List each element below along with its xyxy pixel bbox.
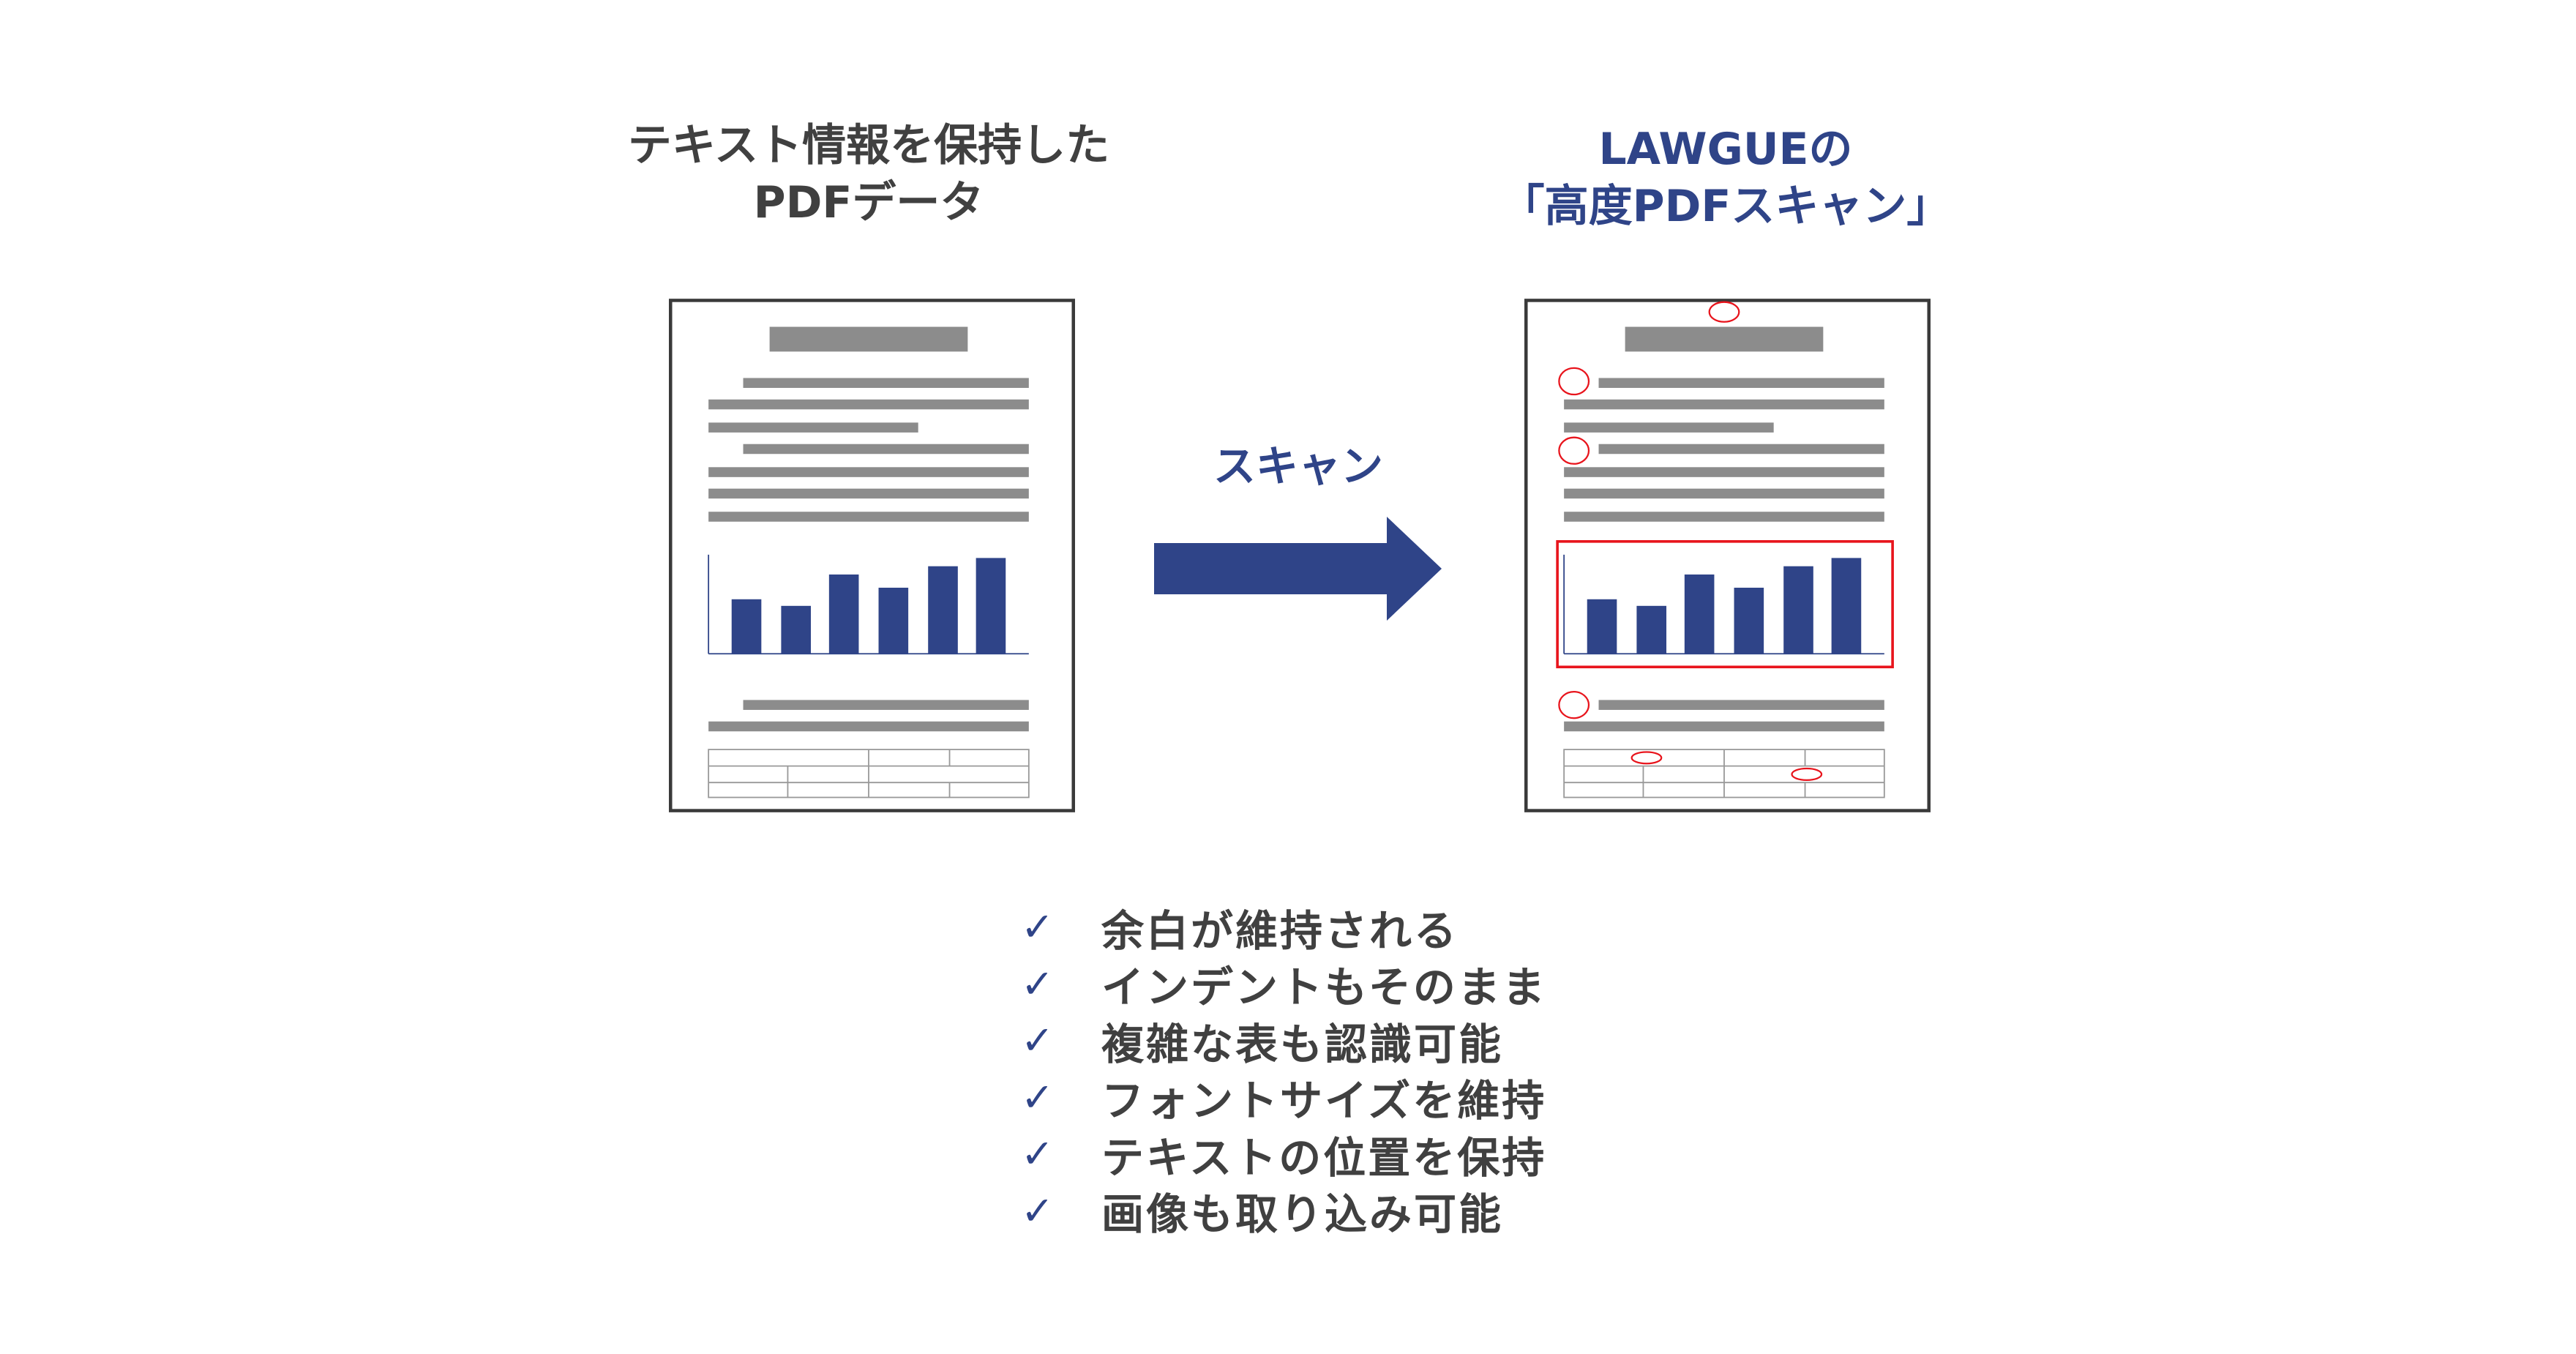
text-line-placeholder — [708, 512, 1029, 522]
checklist-item: ✓ 余白が維持される — [1021, 899, 1547, 956]
checklist-item: ✓ フォントサイズを維持 — [1021, 1069, 1547, 1126]
right-arrow-icon — [1154, 517, 1442, 621]
check-icon: ✓ — [1021, 960, 1055, 1007]
chart-bar — [828, 574, 859, 654]
chart-bar — [1684, 574, 1715, 654]
heading-line-1: テキスト情報を保持した — [627, 120, 1110, 171]
text-line-placeholder — [1564, 488, 1884, 499]
scan-markers — [1556, 301, 1894, 781]
chart-bar — [878, 587, 909, 654]
text-line-placeholder — [1598, 444, 1884, 455]
marker-table-cell-1 — [1630, 751, 1663, 765]
scanned-document-illustration — [1524, 299, 1931, 812]
chart-bar — [1587, 599, 1617, 654]
table-illustration — [1563, 749, 1885, 798]
heading-line-1: LAWGUEの — [1598, 124, 1853, 175]
text-line-placeholder — [743, 444, 1029, 455]
scan-label: スキャン — [1213, 441, 1383, 491]
table-illustration — [708, 749, 1030, 798]
chart-bar — [1636, 605, 1667, 654]
text-line-placeholder — [1564, 721, 1884, 732]
checklist-item-text: 余白が維持される — [1101, 905, 1459, 956]
check-icon: ✓ — [1021, 1187, 1055, 1234]
marker-indent-3 — [1558, 691, 1590, 719]
checklist-item: ✓ インデントもそのまま — [1021, 956, 1547, 1013]
chart-bar — [1831, 558, 1862, 654]
document-content — [669, 299, 1075, 812]
feature-checklist: ✓ 余白が維持される ✓ インデントもそのまま ✓ 複雑な表も認識可能 ✓ フォントサイズを維… — [1021, 899, 1547, 1239]
original-pdf-heading: テキスト情報を保持した PDFデータ — [576, 117, 1161, 231]
marker-indent-1 — [1558, 367, 1590, 396]
lawgue-scan-heading: LAWGUEの 「高度PDFスキャン」 — [1433, 121, 2018, 235]
chart-bar — [781, 605, 812, 654]
text-line-placeholder — [708, 399, 1029, 410]
check-icon: ✓ — [1021, 1017, 1055, 1064]
checklist-item: ✓ 画像も取り込み可能 — [1021, 1183, 1547, 1240]
text-line-placeholder — [708, 422, 918, 433]
heading-line-2: 「高度PDFスキャン」 — [1500, 181, 1951, 232]
text-line-placeholder — [708, 488, 1029, 499]
title-placeholder — [1625, 326, 1824, 352]
text-line-placeholder — [1564, 467, 1884, 477]
checklist-item-text: インデントもそのまま — [1101, 962, 1547, 1013]
checklist-item-text: 画像も取り込み可能 — [1101, 1189, 1504, 1240]
text-line-placeholder — [1564, 399, 1884, 410]
chart-bar — [731, 599, 762, 654]
text-line-placeholder — [1598, 700, 1884, 710]
check-icon: ✓ — [1021, 1131, 1055, 1178]
checklist-item: ✓ 複雑な表も認識可能 — [1021, 1012, 1547, 1069]
check-icon: ✓ — [1021, 1074, 1055, 1121]
document-content — [1524, 299, 1931, 812]
chart-bar — [928, 566, 958, 654]
checklist-item-text: 複雑な表も認識可能 — [1101, 1019, 1504, 1069]
text-line-placeholder — [708, 467, 1029, 477]
text-line-placeholder — [1564, 512, 1884, 522]
title-placeholder — [769, 326, 968, 352]
page-border — [1524, 299, 1931, 812]
marker-indent-2 — [1558, 436, 1590, 465]
marker-chart-box — [1556, 540, 1894, 669]
chart-bar — [1734, 587, 1764, 654]
chart-bar — [976, 558, 1006, 654]
original-document-illustration — [669, 299, 1075, 812]
marker-title — [1708, 301, 1740, 323]
checklist-item: ✓ テキストの位置を保持 — [1021, 1126, 1547, 1183]
checklist-item-text: フォントサイズを維持 — [1101, 1076, 1547, 1126]
chart-bar — [1783, 566, 1813, 654]
text-line-placeholder — [708, 721, 1029, 732]
heading-line-2: PDFデータ — [753, 177, 984, 228]
page-border — [669, 299, 1075, 812]
text-line-placeholder — [1564, 422, 1774, 433]
text-line-placeholder — [743, 378, 1029, 389]
check-icon: ✓ — [1021, 904, 1055, 951]
text-line-placeholder — [743, 700, 1029, 710]
marker-table-cell-2 — [1791, 767, 1823, 781]
checklist-item-text: テキストの位置を保持 — [1101, 1132, 1547, 1183]
text-line-placeholder — [1598, 378, 1884, 389]
